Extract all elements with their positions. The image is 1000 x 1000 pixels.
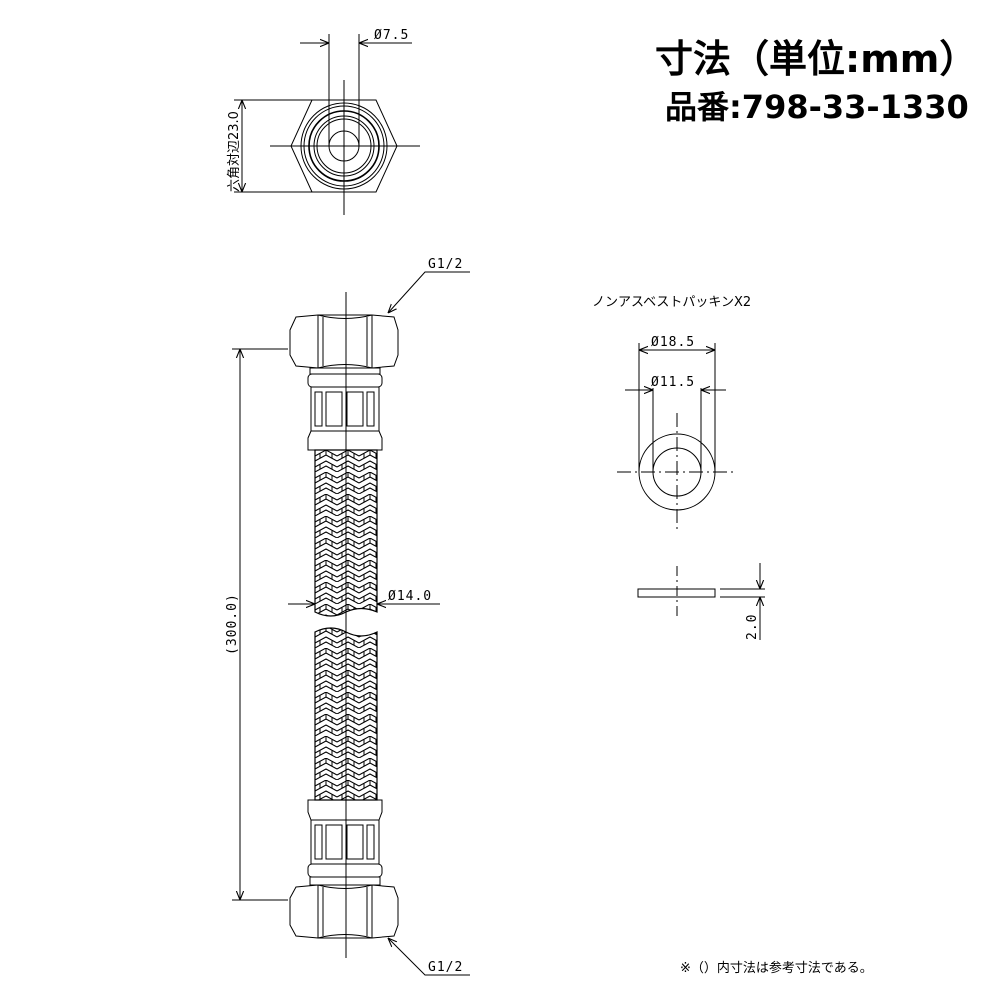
packing-detail: ノンアスベストパッキンX2 Ø18.5 Ø11.5 2.0 bbox=[592, 295, 765, 640]
packing-thickness-dim: 2.0 bbox=[745, 614, 760, 640]
bore-diameter-dim: Ø7.5 bbox=[374, 28, 409, 43]
packing-inner-dia-dim: Ø11.5 bbox=[651, 375, 695, 390]
packing-label: ノンアスベストパッキンX2 bbox=[592, 295, 751, 310]
reference-note: ※（）内寸法は参考寸法である。 bbox=[680, 960, 873, 976]
part-number: 品番:798-33-1330 bbox=[665, 88, 969, 126]
thread-label-top: G1/2 bbox=[428, 257, 463, 272]
hex-end-view: Ø7.5 六角対辺23.0 bbox=[227, 28, 420, 215]
hose-diameter-dim: Ø14.0 bbox=[388, 589, 432, 604]
thread-label-bottom: G1/2 bbox=[428, 960, 463, 975]
packing-outer-dia-dim: Ø18.5 bbox=[651, 335, 695, 350]
hex-across-flats-dim: 六角対辺23.0 bbox=[227, 111, 242, 192]
hose-assembly bbox=[289, 292, 399, 958]
drawing-title: 寸法（単位:mm） bbox=[655, 37, 977, 81]
length-dim: (300.0) bbox=[225, 593, 240, 655]
